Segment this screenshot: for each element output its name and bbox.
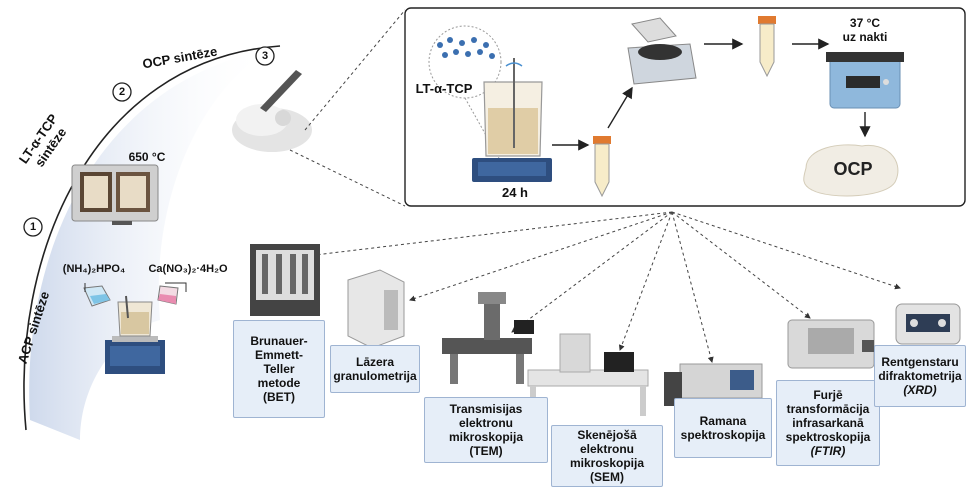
- ocp-product-label: OCP: [833, 159, 873, 179]
- cano3-label: Ca(NO₃)₂·4H₂O: [148, 263, 228, 275]
- furnace-icon: [71, 164, 159, 225]
- sem-instrument-icon: [527, 333, 649, 416]
- ocp-blob-icon: [803, 144, 899, 197]
- nh4-label: (NH₄)₂HPO₄: [62, 263, 126, 275]
- step-1-number: 1: [29, 221, 37, 233]
- bet-instrument-icon: [250, 244, 320, 316]
- centrifuge-tube-icon: [593, 136, 611, 198]
- xrd-instrument-icon: [895, 303, 961, 345]
- incubation-label: 37 °C uz nakti: [828, 16, 902, 44]
- centrifuge-icon: [627, 17, 697, 85]
- centrifuge-tube-2-icon: [758, 16, 776, 78]
- step-3-number: 3: [261, 50, 269, 62]
- step-1-circle: [23, 217, 43, 237]
- ftir-instrument-icon: [787, 319, 875, 369]
- step-2-number: 2: [118, 86, 126, 98]
- stirrer-beaker-icon: [105, 295, 165, 374]
- right-beaker-icon: [157, 285, 179, 305]
- lt-alpha-tcp-label: LT-α-TCP: [415, 81, 473, 96]
- temperature-650-label: 650 °C: [128, 150, 166, 164]
- step-3-circle: [255, 46, 275, 66]
- powder-pile-icon: [232, 70, 312, 152]
- molecule-dots-icon: [437, 37, 495, 59]
- step-2-circle: [112, 82, 132, 102]
- tem-instrument-icon: [442, 292, 534, 384]
- incubator-icon: [826, 52, 904, 109]
- arc-band: [29, 50, 270, 440]
- box-stirrer-icon: [472, 58, 552, 182]
- left-beaker-icon: [83, 285, 111, 307]
- laser-instrument-icon: [347, 269, 405, 349]
- incubation-time: uz nakti: [842, 30, 888, 44]
- raman-instrument-icon: [664, 363, 763, 406]
- duration-24h-label: 24 h: [501, 185, 528, 200]
- incubation-temp: 37 °C: [849, 16, 881, 30]
